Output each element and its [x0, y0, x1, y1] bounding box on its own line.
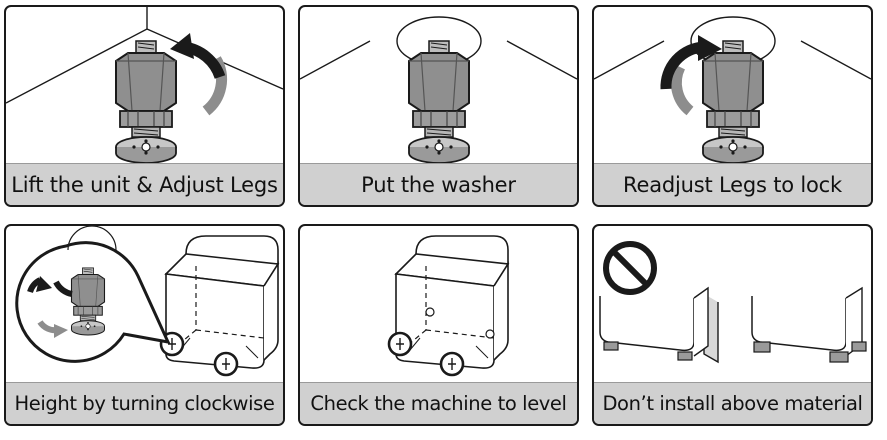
step-caption: Height by turning clockwise [6, 382, 283, 424]
step-caption: Put the washer [300, 163, 577, 205]
step-caption: Lift the unit & Adjust Legs [6, 163, 283, 205]
step-caption: Don’t install above material [594, 382, 871, 424]
step-caption: Check the machine to level [300, 382, 577, 424]
dont-install-illustration [599, 241, 867, 364]
readjust-legs-illustration [594, 16, 871, 164]
prohibited-icon [603, 241, 657, 295]
height-clockwise-illustration [15, 226, 279, 377]
step-panel-check-level: Check the machine to level [298, 224, 579, 426]
check-level-illustration [387, 235, 509, 377]
step-panel-lift-adjust: Lift the unit & Adjust Legs [4, 5, 285, 207]
step-panel-height-clockwise: Height by turning clockwise [4, 224, 285, 426]
lift-adjust-legs-illustration [6, 7, 283, 164]
put-washer-illustration [300, 16, 577, 164]
step-caption: Readjust Legs to lock [594, 163, 871, 205]
step-panel-readjust-lock: Readjust Legs to lock [592, 5, 873, 207]
step-panel-put-washer: Put the washer [298, 5, 579, 207]
step-panel-dont-install: Don’t install above material [592, 224, 873, 426]
